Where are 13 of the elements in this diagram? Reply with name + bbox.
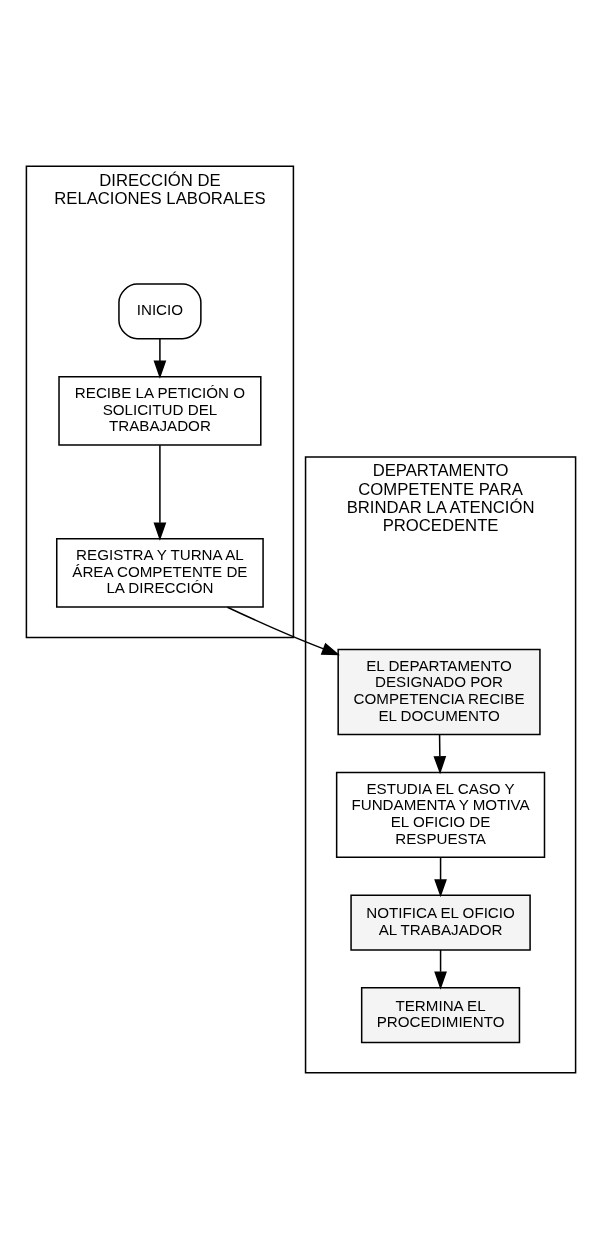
node-box: TERMINA EL PROCEDIMIENTO bbox=[360, 986, 521, 1043]
node-box: RECIBE LA PETICIÓN O SOLICITUD DEL TRABAJADOR bbox=[58, 375, 262, 446]
node-box: EL DEPARTAMENTO DESIGNADO POR COMPETENCIA RECIBE EL DOCUMENTO bbox=[337, 648, 541, 735]
arrow bbox=[434, 856, 447, 897]
arrow bbox=[226, 606, 340, 655]
arrow bbox=[153, 337, 167, 379]
arrow bbox=[434, 948, 447, 990]
node-box: REGISTRA Y TURNA AL ÁREA COMPETENTE DE LA DIRECCIÓN bbox=[56, 537, 264, 608]
node-box: ESTUDIA EL CASO Y FUNDAMENTA Y MOTIVA EL OFICIO DE RESPUESTA bbox=[335, 771, 546, 858]
node-box: NOTIFICA EL OFICIO AL TRABAJADOR bbox=[350, 894, 531, 951]
node-box: INICIO bbox=[118, 282, 202, 339]
arrow bbox=[433, 733, 447, 774]
arrow bbox=[153, 444, 167, 541]
